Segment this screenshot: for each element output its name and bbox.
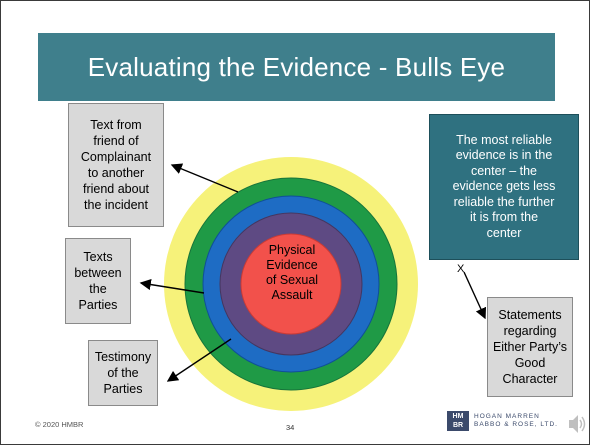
- arrow-text-friend: [170, 163, 239, 193]
- logo-mark: HM BR: [447, 411, 469, 431]
- arrow-texts-parties: [139, 279, 205, 294]
- arrow-statements: [463, 271, 487, 320]
- center-label: Physical Evidence of Sexual Assault: [265, 243, 319, 302]
- title-bar: Evaluating the Evidence - Bulls Eye: [38, 33, 555, 101]
- box-texts-parties: Texts between the Parties: [65, 238, 131, 324]
- box-testimony: Testimony of the Parties: [88, 340, 158, 406]
- slide-title: Evaluating the Evidence - Bulls Eye: [87, 51, 506, 82]
- footer-copyright: © 2020 HMBR: [35, 420, 84, 429]
- arrow-testimony: [166, 338, 232, 382]
- box-text-friend: Text from friend of Complainant to anoth…: [68, 103, 164, 227]
- speaker-icon[interactable]: [567, 412, 587, 436]
- box-statements: Statements regarding Either Party’s Good…: [487, 297, 573, 397]
- logo-text: HOGAN MARREN BABBO & ROSE, LTD.: [474, 413, 558, 428]
- x-mark: X: [457, 263, 465, 275]
- page-number: 34: [286, 423, 295, 432]
- center-circle: [240, 233, 342, 335]
- info-box: The most reliable evidence is in the cen…: [429, 114, 579, 260]
- firm-logo: HM BR HOGAN MARREN BABBO & ROSE, LTD.: [447, 411, 558, 431]
